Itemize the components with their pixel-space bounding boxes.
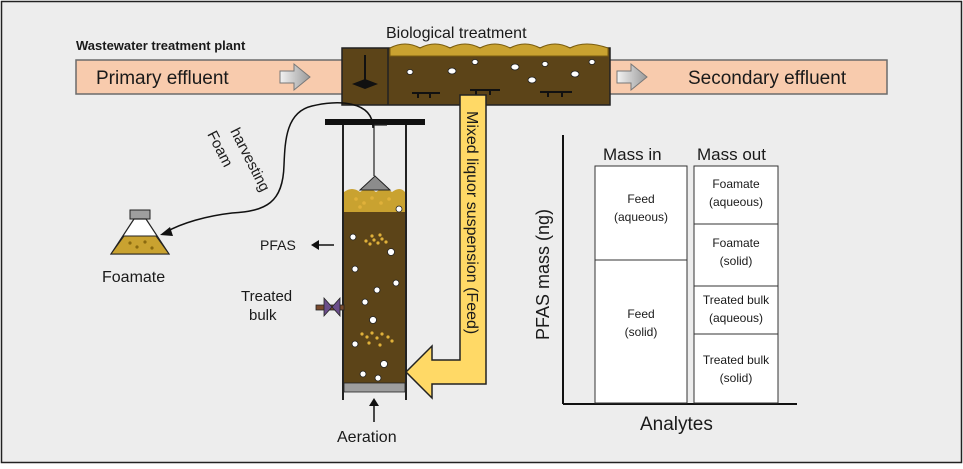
plant-title: Wastewater treatment plant — [76, 38, 246, 53]
treated-label-line2: bulk — [249, 307, 277, 324]
mass-out-foamate-aqueous-box — [693, 165, 779, 225]
mass-out-header: Mass out — [697, 145, 766, 164]
mass-out-label: (aqueous) — [709, 195, 763, 209]
air-bubbles — [406, 59, 596, 84]
foam-harvesting-tube — [165, 102, 374, 233]
x-axis-label: Analytes — [640, 414, 713, 435]
mass-out-label: Treated bulk — [703, 293, 770, 307]
valve-icon — [315, 296, 345, 318]
mass-out-label: (solid) — [720, 254, 753, 268]
treated-label-line1: Treated — [241, 288, 292, 305]
diffuser-lines — [412, 89, 572, 98]
mass-in-feed-solid-box — [594, 259, 688, 404]
foam-collector-hood — [358, 175, 392, 191]
mass-in-header: Mass in — [603, 145, 662, 164]
column-bubbles — [349, 205, 403, 382]
feed-label: Mixed liquor suspension (Feed) — [463, 111, 480, 334]
flow-arrow-icon — [279, 62, 311, 92]
mass-out-label: Foamate — [712, 236, 760, 250]
mass-balance-chart: PFAS mass (ng) Analytes Mass in Mass out… — [533, 135, 797, 435]
mass-out-foamate-solid-box — [693, 223, 779, 287]
secondary-effluent-pipe — [604, 59, 888, 95]
mass-out-treated-solid-box — [693, 333, 779, 404]
primary-effluent-label: Primary effluent — [96, 68, 229, 89]
mass-in-label: (aqueous) — [614, 210, 668, 224]
flow-arrow-icon — [616, 62, 648, 92]
foamate-label: Foamate — [102, 269, 165, 286]
biological-treatment-label: Biological treatment — [386, 25, 527, 42]
mass-in-label: Feed — [627, 307, 654, 321]
collector-stem — [373, 124, 387, 176]
mass-in-label: (solid) — [625, 325, 658, 339]
mass-out-label: (solid) — [720, 371, 753, 385]
air-diffuser-plate — [343, 382, 406, 393]
foamate-flask-icon — [109, 209, 171, 255]
feed-arrow — [404, 94, 487, 400]
y-axis-label: PFAS mass (ng) — [533, 209, 553, 340]
mass-out-label: Foamate — [712, 177, 760, 191]
mass-out-label: Treated bulk — [703, 353, 770, 367]
foam-harvesting-arrowhead — [160, 227, 173, 236]
column-lid — [325, 119, 425, 400]
secondary-effluent-label: Secondary effluent — [688, 68, 847, 89]
mixer-icon — [352, 55, 378, 89]
pfas-arrow-icon — [311, 240, 334, 250]
aeration-arrow-icon — [369, 398, 379, 422]
pfas-particles — [354, 196, 394, 347]
mass-out-treated-aqueous-box — [693, 285, 779, 335]
mass-in-feed-aqueous-box — [594, 165, 688, 261]
aeration-label: Aeration — [337, 429, 397, 446]
mass-out-label: (aqueous) — [709, 311, 763, 325]
mass-in-label: Feed — [627, 192, 654, 206]
pfas-label: PFAS — [260, 237, 296, 253]
